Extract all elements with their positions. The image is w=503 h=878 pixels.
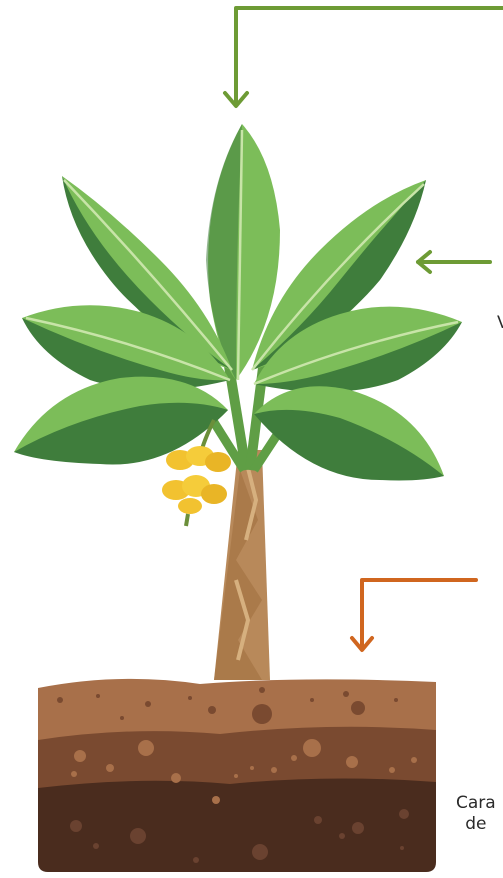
leaves-arrow-icon xyxy=(418,252,490,272)
soil-label-line-2: de xyxy=(456,814,496,835)
pseudostem xyxy=(214,450,270,680)
soil-arrow-icon xyxy=(352,580,476,650)
leaf-canopy xyxy=(14,124,462,481)
soil-layer-bottom xyxy=(38,778,436,872)
soil-label-fragment: Cara de xyxy=(456,793,496,836)
soil-block xyxy=(38,679,436,872)
soil-label-line-1: Cara xyxy=(456,793,496,814)
leaves-label-fragment: V xyxy=(497,313,503,334)
top-arrow-icon xyxy=(225,8,503,106)
